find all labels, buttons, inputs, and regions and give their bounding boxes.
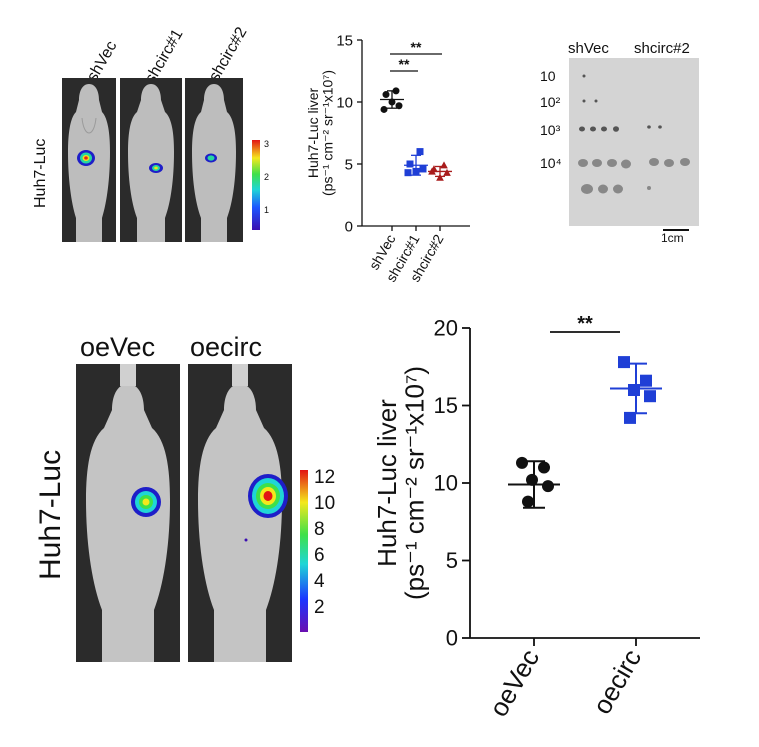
panel-e-x-tick-label: oecirc bbox=[587, 644, 648, 719]
panel-e-point bbox=[640, 374, 652, 387]
panel-e-point bbox=[644, 390, 656, 403]
panel-d-colorbar bbox=[300, 470, 308, 632]
panel-b-point bbox=[395, 102, 403, 110]
panel-d-colorbar-tick-10: 10 bbox=[314, 493, 336, 514]
panel-c-group-label-1: shVec bbox=[568, 40, 609, 57]
panel-e-point bbox=[538, 461, 550, 474]
panel-b-point bbox=[406, 160, 414, 168]
panel-a-colorbar-tick-2: 2 bbox=[264, 172, 270, 182]
panel-b-y-tick-label: 5 bbox=[345, 156, 353, 173]
panel-c-dilution-3: 10³ bbox=[540, 122, 561, 138]
panel-b-y-label: Huh7-Luc liver(ps⁻¹ cm⁻² sr⁻¹x10⁷) bbox=[305, 70, 336, 196]
panel-b-y-label-line-1: Huh7-Luc liver bbox=[305, 88, 321, 179]
panel-b-point bbox=[404, 169, 412, 177]
panel-e-y-label-line-1: Huh7-Luc liver bbox=[372, 399, 402, 567]
panel-b-significance-label: ** bbox=[399, 56, 410, 72]
panel-e-y-tick-label: 15 bbox=[434, 393, 458, 418]
panel-b-y-label-line-2: (ps⁻¹ cm⁻² sr⁻¹x10⁷) bbox=[320, 70, 336, 196]
panel-d-group-label-2: oecirc bbox=[190, 332, 263, 362]
panel-d-mouse-image-1 bbox=[76, 364, 180, 662]
panel-c-dilution-1: 10 bbox=[540, 68, 556, 84]
panel-e-y-tick-label: 0 bbox=[446, 626, 458, 651]
panel-e-point bbox=[522, 495, 534, 508]
panel-b-point bbox=[416, 148, 424, 156]
panel-a-mouse-image-2 bbox=[120, 78, 182, 242]
panel-e-y-tick-label: 5 bbox=[446, 548, 458, 573]
panel-b-point bbox=[380, 105, 388, 113]
panel-c-dilution-4: 10⁴ bbox=[540, 155, 562, 171]
panel-e-significance-label: ** bbox=[577, 313, 593, 335]
panel-d-colorbar-tick-2: 2 bbox=[314, 597, 325, 618]
panel-a-colorbar-tick-1: 1 bbox=[264, 205, 270, 215]
panel-c-group-label-2: shcirc#2 bbox=[634, 40, 690, 57]
panel-b-y-tick-label: 10 bbox=[336, 94, 353, 111]
panel-a-colorbar-tick-3: 3 bbox=[264, 139, 270, 149]
panel-a-mouse-image-1 bbox=[62, 78, 116, 242]
panel-e-point bbox=[542, 480, 554, 493]
panel-e-y-tick-label: 10 bbox=[434, 471, 458, 496]
panel-e-y-label: Huh7-Luc liver(ps⁻¹ cm⁻² sr⁻¹x10⁷) bbox=[372, 366, 429, 600]
panel-a-colorbar bbox=[252, 140, 260, 230]
panel-e-y-label-line-2: (ps⁻¹ cm⁻² sr⁻¹x10⁷) bbox=[399, 366, 429, 600]
panel-d-colorbar-tick-6: 6 bbox=[314, 545, 325, 566]
panel-d-mouse-image-2 bbox=[188, 364, 292, 662]
panel-e-y-tick-label: 20 bbox=[434, 316, 458, 341]
panel-e-point bbox=[618, 356, 630, 369]
panel-d-colorbar-tick-12: 12 bbox=[314, 467, 336, 488]
panel-c-nodule-image bbox=[569, 58, 699, 226]
panel-e-x-tick-label: oeVec bbox=[483, 644, 545, 722]
panel-b-point bbox=[436, 173, 444, 181]
panel-e-point bbox=[516, 456, 528, 469]
panel-b-point bbox=[419, 165, 427, 173]
panel-b-significance-label: ** bbox=[411, 39, 422, 55]
panel-b-point bbox=[382, 91, 390, 99]
panel-c-dilution-2: 10² bbox=[540, 94, 561, 110]
panel-d-group-label-1: oeVec bbox=[80, 332, 156, 362]
panel-e-point bbox=[628, 384, 640, 396]
panel-e-point bbox=[624, 411, 636, 424]
panel-c-scale-bar-line bbox=[663, 229, 689, 231]
panel-c-scale-bar-label: 1cm bbox=[661, 231, 684, 245]
panel-b-y-tick-label: 15 bbox=[336, 32, 353, 49]
panel-b-y-tick-label: 0 bbox=[345, 218, 353, 235]
panel-d-colorbar-tick-4: 4 bbox=[314, 571, 325, 592]
panel-d-colorbar-tick-8: 8 bbox=[314, 519, 325, 540]
panel-b-point bbox=[443, 168, 451, 176]
panel-a-mouse-image-3 bbox=[185, 78, 243, 242]
